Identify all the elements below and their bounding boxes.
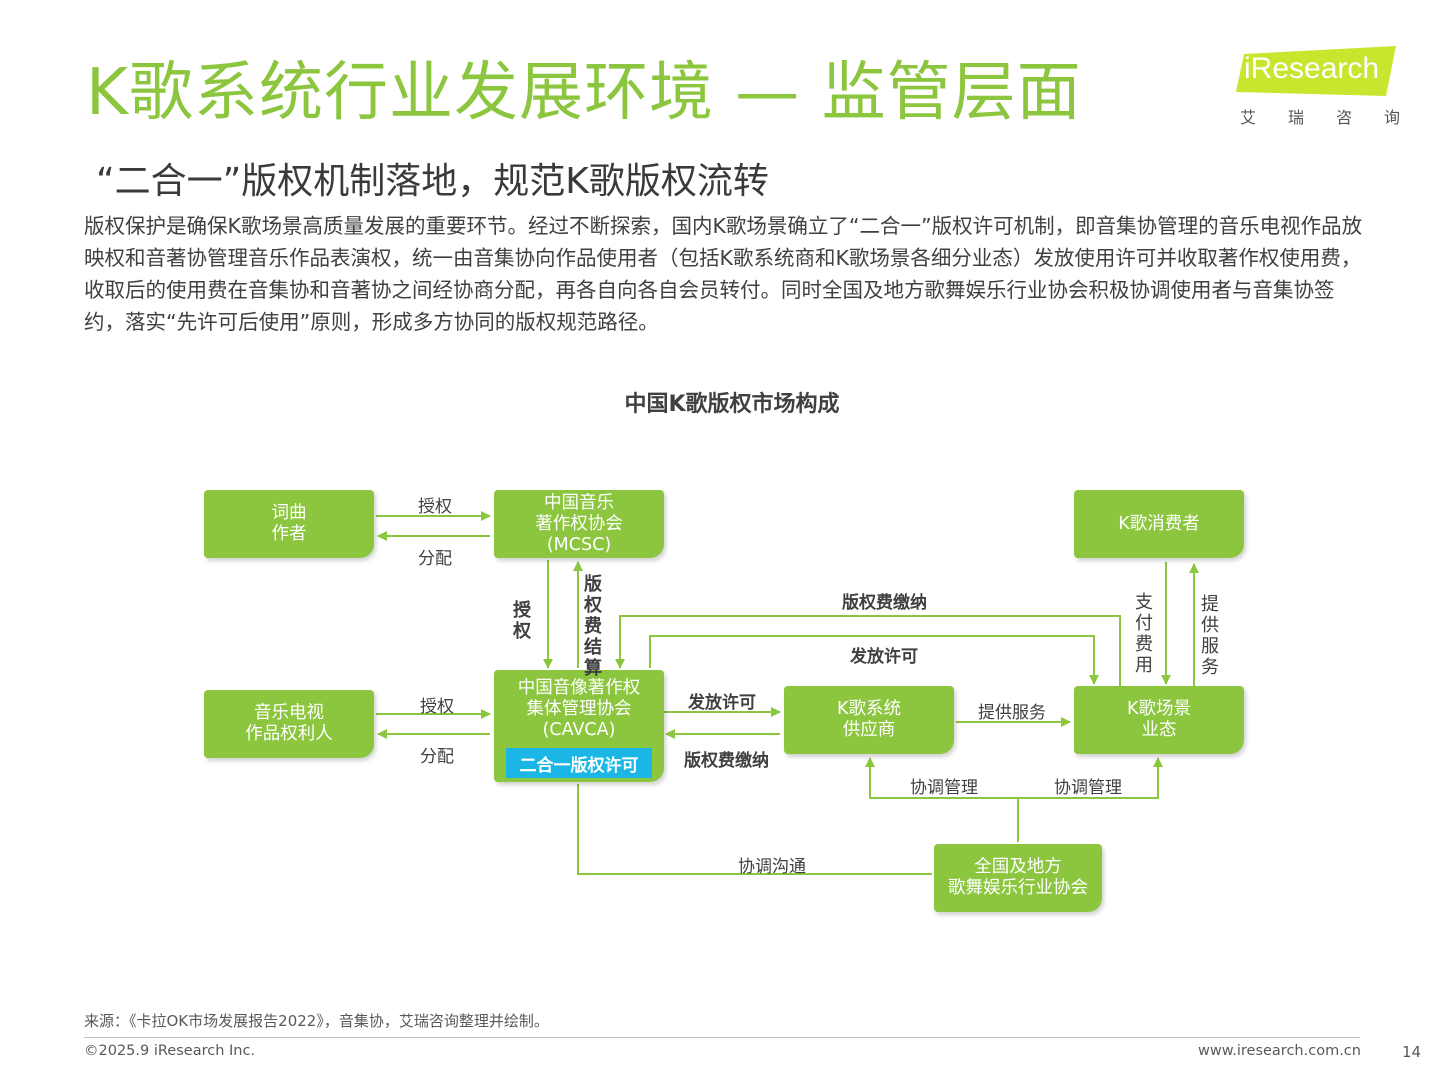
label-cavca-to-supplier: 发放许可 (688, 693, 756, 713)
label-supplier-to-venue: 提供服务 (978, 703, 1046, 723)
label-cavca-to-mvowner: 分配 (420, 747, 454, 767)
label-lyricist-to-mcsc: 授权 (418, 497, 452, 517)
diagram-title: 中国K歌版权市场构成 (624, 392, 840, 417)
source-note: 来源：《卡拉OK市场发展报告2022》，音集协，艾瑞咨询整理并绘制。 (84, 1012, 549, 1030)
edge-assoc-to-venue (1018, 757, 1163, 799)
label-mcsc-to-lyricist: 分配 (418, 549, 452, 569)
label-mvowner-to-cavca: 授权 (420, 697, 454, 717)
label-cavca-to-mcsc: 版权费结算 (584, 574, 602, 679)
logo-shape-icon (1236, 46, 1396, 96)
logo-text: iResearch (1244, 52, 1380, 85)
label-consumer-pay: 支付费用 (1135, 592, 1153, 676)
edge-assoc-to-supplier (865, 757, 1018, 799)
edge-venue-to-cavca (615, 615, 1121, 686)
logo-subtext: 艾 瑞 咨 询 (1240, 104, 1400, 128)
node-association: 全国及地方 歌舞娱乐行业协会 (934, 844, 1102, 912)
node-consumer: K歌消费者 (1074, 490, 1244, 558)
page-title: K歌系统行业发展环境 — 监管层面 (86, 56, 1082, 130)
label-assoc-to-cavca: 协调沟通 (738, 857, 806, 877)
label-supplier-to-cavca: 版权费缴纳 (684, 751, 769, 771)
logo-char: 艾 (1240, 108, 1257, 127)
node-mcsc: 中国音乐 著作权协会 (MCSC) (494, 490, 664, 558)
node-lyricist: 词曲 作者 (204, 490, 374, 558)
logo-char: 瑞 (1287, 108, 1304, 127)
footer-divider (84, 1037, 1360, 1038)
intro-paragraph: 版权保护是确保K歌场景高质量发展的重要环节。经过不断探索，国内K歌场景确立了“二… (84, 214, 1363, 334)
two-in-one-license-badge: 二合一版权许可 (506, 748, 652, 778)
node-ktv-venue: K歌场景 业态 (1074, 686, 1244, 754)
logo-char: 询 (1383, 108, 1400, 127)
label-assoc-to-supplier: 协调管理 (910, 778, 978, 798)
edge-cavca-to-venue (649, 635, 1099, 685)
logo-char: 咨 (1335, 108, 1352, 127)
label-venue-to-cavca: 版权费缴纳 (842, 593, 927, 613)
label-venue-serve: 提供服务 (1201, 594, 1219, 678)
label-cavca-to-venue: 发放许可 (850, 647, 918, 667)
iresearch-logo: iResearch 艾 瑞 咨 询 (1236, 46, 1406, 128)
copyright: ©2025.9 iResearch Inc. (84, 1043, 256, 1059)
node-ktv-supplier: K歌系统 供应商 (784, 686, 954, 754)
label-assoc-to-venue: 协调管理 (1054, 778, 1122, 798)
website-url: www.iresearch.com.cn (1198, 1043, 1361, 1059)
edge-assoc-to-cavca (577, 784, 932, 875)
label-mcsc-to-cavca: 授权 (513, 600, 531, 642)
page-subtitle: “二合一”版权机制落地，规范K歌版权流转 (96, 161, 769, 202)
node-mv-owner: 音乐电视 作品权利人 (204, 690, 374, 758)
page-number: 14 (1402, 1043, 1422, 1061)
